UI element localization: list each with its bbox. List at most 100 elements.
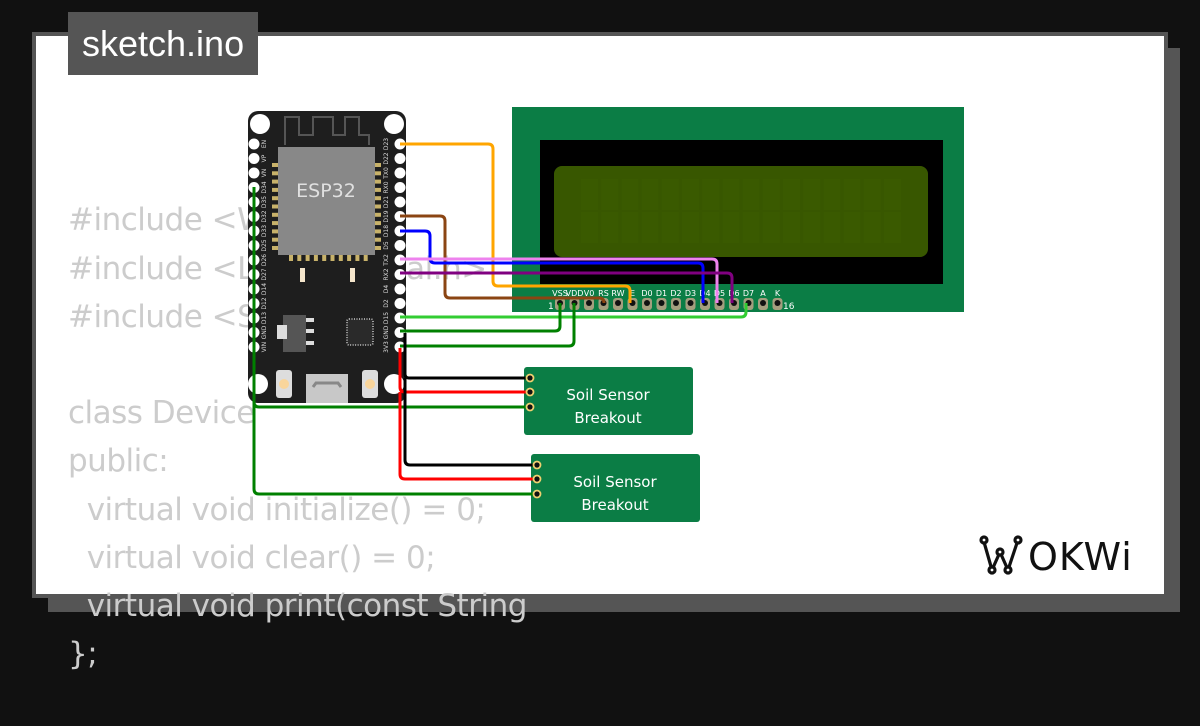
lcd-pin-label: D5: [714, 289, 725, 298]
black-wire-gnd-sensor2[interactable]: [403, 378, 537, 467]
red-wire-3v3-sensor2[interactable]: [398, 392, 537, 481]
lcd-pin-first-label: 1: [548, 302, 554, 312]
soil-sensor-1[interactable]: Soil Sensor Breakout: [524, 367, 693, 435]
lcd-pin-label: E: [630, 289, 635, 298]
lcd-cell: [641, 212, 659, 243]
lcd-pin-label: VSS: [552, 289, 568, 298]
esp32-pin-label: RX0: [383, 181, 390, 193]
module-pad: [330, 255, 335, 261]
lcd-cell: [762, 212, 780, 243]
led: [300, 268, 305, 282]
module-pad: [375, 163, 381, 167]
esp32-pin[interactable]: [394, 167, 406, 179]
lcd-pin[interactable]: [760, 300, 766, 306]
red-wire-3v3-sensor1[interactable]: [398, 348, 530, 394]
usb-port-opening: [311, 381, 343, 388]
lcd-pin[interactable]: [615, 300, 621, 306]
module-pad: [272, 204, 278, 209]
module-pads: [272, 163, 381, 261]
lcd-pin[interactable]: [586, 300, 592, 306]
sensor-pin[interactable]: [525, 402, 535, 412]
lcd-cell: [803, 212, 821, 243]
module-pad: [313, 255, 318, 261]
sensor-pin[interactable]: [532, 460, 542, 470]
code-line: public:: [68, 443, 169, 480]
esp32-devkit[interactable]: ESP32 ENVPVND34D35D32D33D25D26D27D14D12D…: [248, 111, 406, 403]
module-pad: [375, 237, 381, 242]
esp32-pin[interactable]: [394, 240, 406, 251]
module-pad: [272, 196, 278, 201]
green-wire-vin-sensor2[interactable]: [252, 400, 537, 496]
brown-wire-d19-rs[interactable]: [400, 214, 606, 304]
lcd-pin-label: K: [775, 289, 781, 298]
lcd-cell: [682, 179, 699, 210]
purple-wire-rx2-d6[interactable]: [400, 271, 734, 303]
file-tab[interactable]: sketch.ino: [68, 12, 259, 75]
lcd-pin[interactable]: [644, 300, 650, 306]
lcd-cell: [661, 179, 679, 210]
black-wire-gnd-sensor1[interactable]: [403, 333, 530, 380]
lcd-cell: [661, 212, 679, 243]
sensor-pin[interactable]: [525, 387, 535, 397]
esp32-pin[interactable]: [394, 298, 406, 309]
code-line: };: [68, 636, 98, 673]
module-pad: [297, 255, 302, 261]
lcd-pin-label: D1: [656, 289, 667, 298]
module-pad: [355, 255, 360, 261]
module-pad: [272, 187, 278, 192]
module-pad: [272, 237, 278, 242]
soil-sensor-2[interactable]: Soil Sensor Breakout: [531, 454, 700, 522]
esp32-pin[interactable]: [248, 138, 260, 150]
esp32-pin-label: D15: [383, 312, 390, 324]
orange-wire-d23-e[interactable]: [400, 142, 632, 303]
lcd-character-grid: [581, 179, 901, 243]
esp32-pin-label: D4: [383, 285, 390, 294]
lightgreen-wire-d15-d7[interactable]: [400, 303, 748, 319]
green-wire-3v3-vdd[interactable]: [400, 303, 576, 348]
esp32-pin[interactable]: [394, 196, 406, 208]
blue-wire-d18-d4[interactable]: [400, 229, 705, 303]
module-pad: [272, 221, 278, 226]
lcd-cell: [742, 212, 760, 243]
esp32-pin-label: VP: [261, 154, 268, 162]
esp32-pin[interactable]: [394, 153, 406, 164]
sensor-pin[interactable]: [532, 474, 542, 484]
esp32-pin[interactable]: [394, 182, 406, 193]
esp32-left-header: ENVPVND34D35D32D33D25D26D27D14D12D13GNDV…: [248, 138, 268, 353]
sensor-pin[interactable]: [525, 373, 535, 383]
lcd-pin[interactable]: [673, 300, 679, 306]
code-line: virtual void clear() = 0;: [68, 539, 436, 576]
module-pad: [347, 255, 352, 261]
esp32-pin-label: D33: [261, 225, 268, 237]
esp32-pin[interactable]: [248, 153, 260, 164]
lcd-pin-label: D2: [670, 289, 681, 298]
green-wire-gnd-vss[interactable]: [400, 303, 562, 333]
code-line: class Device: [68, 395, 255, 432]
lcd-pin[interactable]: [774, 300, 781, 306]
regulator-pin: [306, 329, 314, 333]
lcd-pin[interactable]: [658, 300, 665, 306]
lcd-cell: [803, 179, 821, 210]
esp32-pin-label: D27: [261, 268, 268, 280]
sensor-pin[interactable]: [532, 489, 542, 499]
lcd-cell: [823, 179, 841, 210]
esp32-pin-label: TX0: [383, 167, 390, 180]
module-pad: [272, 212, 278, 217]
esp32-pin[interactable]: [394, 283, 406, 295]
esp32-pin-label: GND: [383, 325, 390, 339]
lcd-cell: [702, 212, 720, 243]
lcd-cell: [722, 212, 740, 243]
esp32-pin-label: D35: [261, 196, 268, 208]
esp32-pin[interactable]: [248, 167, 260, 179]
esp32-pin-label: GND: [261, 325, 268, 339]
esp32-pin-label: TX2: [383, 254, 390, 267]
sensor-label-line1: Soil Sensor: [573, 473, 657, 491]
pink-wire-tx2-d5[interactable]: [400, 257, 719, 303]
usb-chip: [346, 318, 374, 346]
esp32-pin-label: D14: [261, 283, 268, 295]
lcd-pin[interactable]: [687, 300, 694, 306]
sensor-label-line2: Breakout: [581, 496, 648, 514]
regulator-tab: [277, 325, 287, 339]
